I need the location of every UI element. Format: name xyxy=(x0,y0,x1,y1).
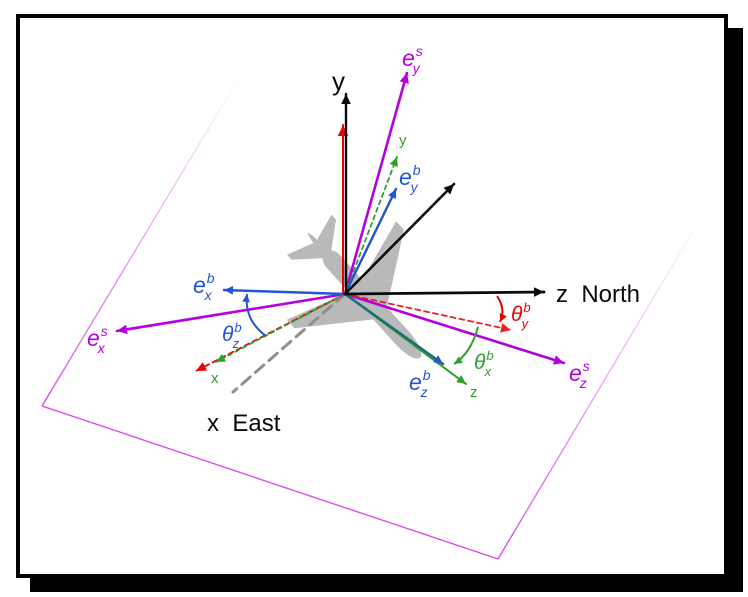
e-y-b-arrow xyxy=(343,187,398,296)
diagonal-axis-arrow xyxy=(343,182,456,296)
theta-x-arc xyxy=(453,326,479,365)
reference-plane-edge-bottom xyxy=(41,405,499,560)
green-z-axis-label: z xyxy=(470,384,478,401)
e-x-s-arrow xyxy=(115,292,347,335)
e-z-s-arrow xyxy=(343,292,566,365)
x-east-axis-line xyxy=(231,292,347,394)
theta-z-arc xyxy=(242,293,267,337)
reference-plane-edge-right xyxy=(497,220,700,560)
green-y-axis-label: y xyxy=(399,132,407,149)
z-axis-label: z North xyxy=(556,281,640,308)
y-axis-arrow xyxy=(341,92,351,296)
e-y-s-arrow xyxy=(343,71,409,296)
red-dash-right-arrow xyxy=(344,293,512,333)
green-x-dash-arrow xyxy=(215,293,346,363)
e-x-b-arrow xyxy=(222,285,347,296)
green-x-axis-label: x xyxy=(211,370,219,387)
y-axis-label: y xyxy=(332,66,345,96)
x-axis-label: x East xyxy=(207,410,281,437)
z-axis-arrow xyxy=(343,287,546,297)
reference-plane-edge-left xyxy=(41,75,241,407)
aircraft-silhouette xyxy=(286,214,422,359)
theta-y-arc xyxy=(496,295,507,323)
green-y-dash-arrow xyxy=(344,156,398,295)
e-z-b-arrow xyxy=(343,292,445,366)
